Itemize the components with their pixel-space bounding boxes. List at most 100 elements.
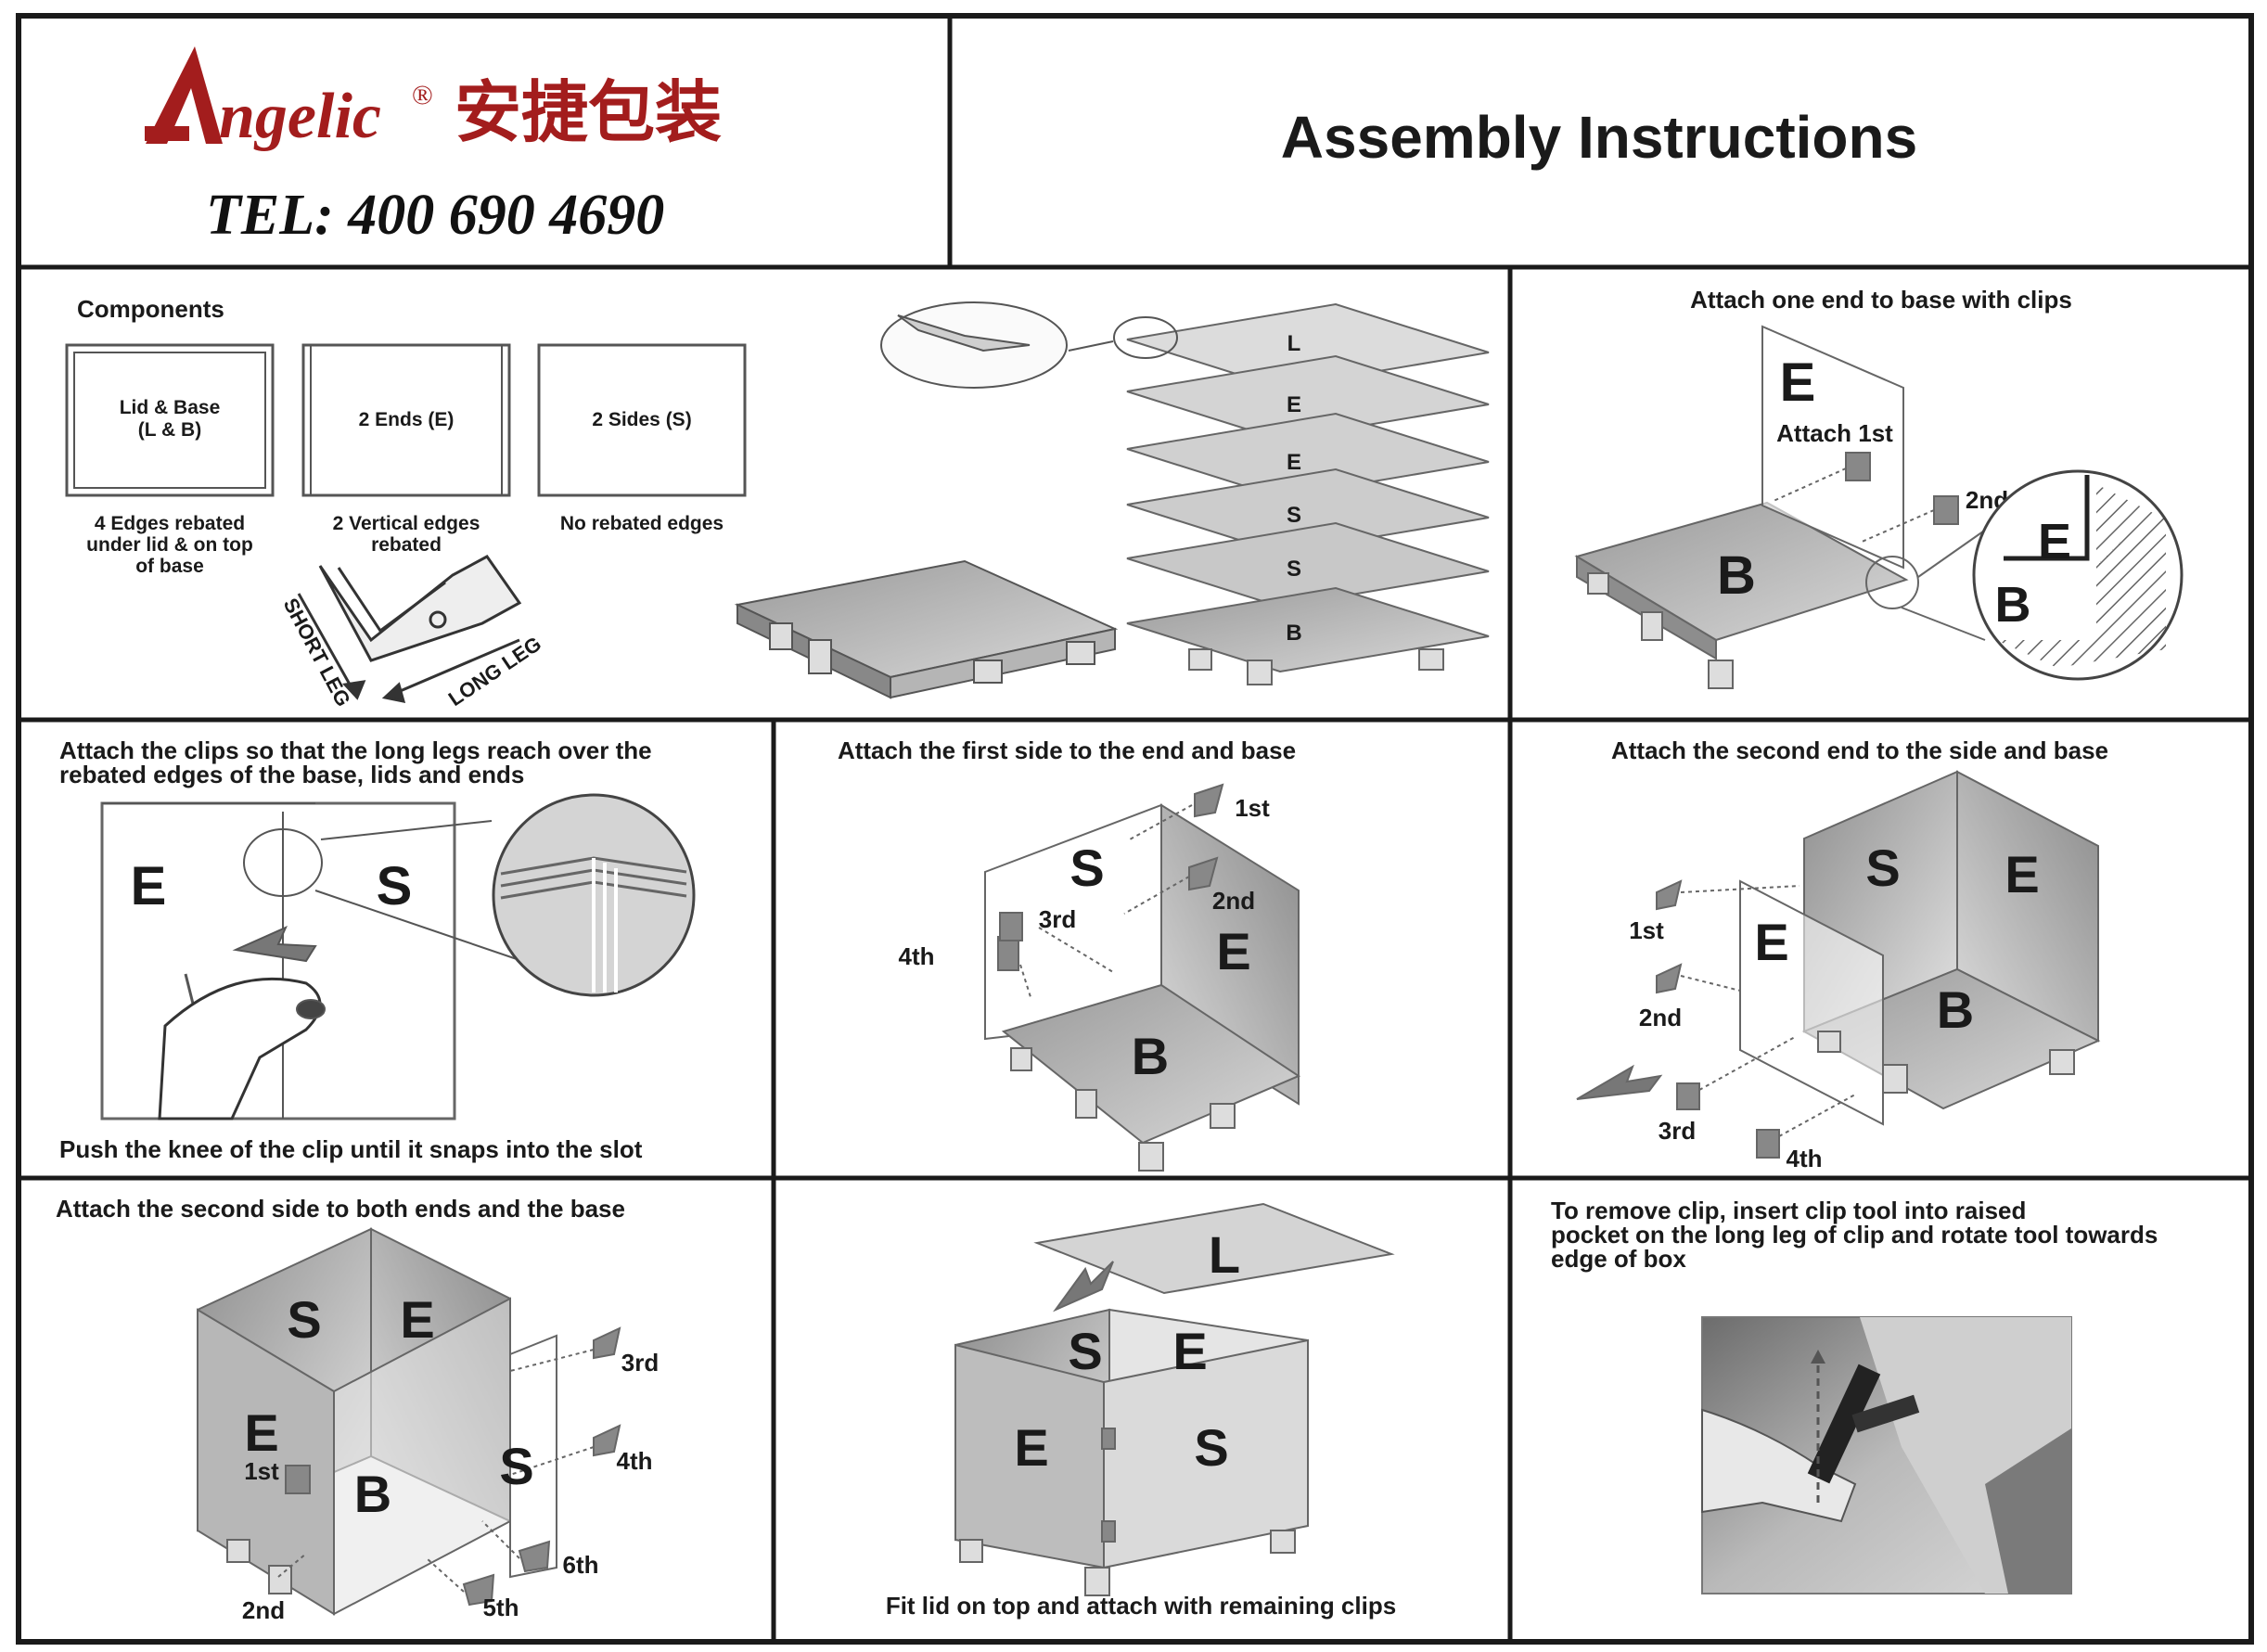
step-6-side-back-label: S bbox=[1068, 1322, 1102, 1380]
step-6-panel: L S E E S Fit lid on top and attach with… bbox=[886, 1202, 1396, 1620]
page-title: Assembly Instructions bbox=[1281, 104, 1917, 171]
step-5-panel: Attach the second side to both ends and … bbox=[56, 1195, 659, 1624]
step-5-side-front-label: S bbox=[499, 1437, 533, 1495]
step-5-title: Attach the second side to both ends and … bbox=[56, 1195, 625, 1223]
clip-illustration bbox=[297, 555, 522, 703]
step-3-base-label: B bbox=[1132, 1027, 1169, 1085]
logo-a-mark bbox=[146, 46, 223, 144]
long-leg-label: LONG LEG bbox=[444, 632, 545, 711]
pallet-illustration bbox=[734, 559, 1119, 699]
step-3-clip-2: 2nd bbox=[1212, 887, 1255, 915]
step-1-attach-first: Attach 1st bbox=[1776, 419, 1893, 447]
svg-text:rebated: rebated bbox=[371, 534, 442, 556]
component-lid-base: Lid & Base (L & B) 4 Edges rebated under… bbox=[65, 343, 275, 577]
step-5-clip-5: 5th bbox=[483, 1594, 519, 1621]
step-6-end-back-label: E bbox=[1172, 1322, 1207, 1380]
step-3-title: Attach the first side to the end and bas… bbox=[838, 736, 1296, 764]
step-4-end-front-label: E bbox=[1754, 913, 1788, 971]
svg-text:under lid & on top: under lid & on top bbox=[86, 534, 253, 556]
step-2-panel: Attach the clips so that the long legs r… bbox=[59, 736, 696, 1163]
step-4-drawing bbox=[1576, 770, 2101, 1159]
components-heading: Components bbox=[77, 295, 224, 323]
step-1-zoom-base: B bbox=[1995, 577, 2031, 633]
step-4-end-back-label: E bbox=[2004, 845, 2039, 903]
components-panel: Components Lid & Base (L & B) 4 Edges re… bbox=[65, 295, 1490, 711]
step-3-side-label: S bbox=[1069, 839, 1104, 897]
stack-label-base: B bbox=[1286, 621, 1301, 646]
stack-label-end-2: E bbox=[1287, 450, 1301, 475]
step-6-side-front-label: S bbox=[1194, 1418, 1228, 1477]
step-3-end-label: E bbox=[1216, 922, 1250, 980]
step-3-clip-4: 4th bbox=[899, 942, 935, 970]
step-7-title-line-3: edge of box bbox=[1551, 1245, 1686, 1273]
long-leg-arrow bbox=[384, 638, 520, 699]
panel-grid bbox=[16, 13, 2254, 1645]
step-2-title-line-1: Attach the clips so that the long legs r… bbox=[59, 736, 652, 764]
step-5-clip-2: 2nd bbox=[242, 1596, 285, 1624]
step-4-clip-3: 3rd bbox=[1659, 1117, 1696, 1145]
step-1-drawing bbox=[1574, 325, 1991, 689]
clip-tool-icon bbox=[1807, 1364, 1881, 1484]
stack-label-end-1: E bbox=[1287, 392, 1301, 417]
logo-bar bbox=[145, 126, 189, 141]
step-5-clip-3: 3rd bbox=[621, 1349, 659, 1377]
step-4-title: Attach the second end to the side and ba… bbox=[1611, 736, 2108, 764]
step-6-caption: Fit lid on top and attach with remaining… bbox=[886, 1592, 1396, 1620]
svg-text:of base: of base bbox=[135, 556, 204, 577]
stack-label-side-2: S bbox=[1287, 557, 1301, 582]
svg-text:Lid & Base: Lid & Base bbox=[120, 397, 221, 418]
step-5-clip-1: 1st bbox=[244, 1457, 279, 1485]
step-1-title: Attach one end to base with clips bbox=[1690, 286, 2072, 314]
step-2-end-label: E bbox=[131, 856, 167, 916]
stack-labels: L E E S S B bbox=[1286, 331, 1301, 646]
step-5-end-back-label: E bbox=[400, 1290, 434, 1349]
step-1-end-label: E bbox=[1780, 352, 1816, 413]
step-2-caption: Push the knee of the clip until it snaps… bbox=[59, 1135, 643, 1163]
svg-text:No rebated edges: No rebated edges bbox=[560, 513, 724, 534]
step-4-clip-4: 4th bbox=[1787, 1145, 1823, 1172]
step-2-title-line-2: rebated edges of the base, lids and ends bbox=[59, 761, 524, 788]
exploded-panel-stack bbox=[1126, 302, 1490, 685]
svg-text:(L & B): (L & B) bbox=[138, 419, 201, 441]
stack-label-lid: L bbox=[1287, 331, 1301, 356]
svg-text:2 Sides (S): 2 Sides (S) bbox=[592, 409, 691, 430]
step-4-push-arrow bbox=[1576, 1064, 1663, 1100]
rebate-detail-zoom bbox=[880, 301, 1178, 389]
logo-registered-mark: ® bbox=[412, 80, 433, 110]
step-2-drawing bbox=[100, 793, 696, 1121]
clip-removal-photo bbox=[1701, 1316, 2072, 1594]
step-5-base-label: B bbox=[354, 1465, 391, 1523]
svg-text:2 Vertical edges: 2 Vertical edges bbox=[333, 513, 480, 534]
step-1-panel: Attach one end to base with clips E Atta… bbox=[1574, 286, 2184, 689]
step-6-lid-label: L bbox=[1209, 1225, 1240, 1284]
logo-chinese-name: 安捷包装 bbox=[455, 73, 722, 151]
step-6-end-front-label: E bbox=[1014, 1418, 1048, 1477]
step-5-drawing bbox=[197, 1227, 621, 1616]
step-4-side-label: S bbox=[1865, 839, 1900, 897]
step-3-panel: Attach the first side to the end and bas… bbox=[838, 736, 1301, 1172]
short-leg-arrow bbox=[297, 593, 359, 698]
step-1-base-label: B bbox=[1717, 545, 1756, 606]
step-3-clip-3: 3rd bbox=[1039, 905, 1076, 933]
svg-text:2 Ends (E): 2 Ends (E) bbox=[359, 409, 455, 430]
step-5-clip-4: 4th bbox=[617, 1447, 653, 1475]
step-5-clip-6: 6th bbox=[563, 1551, 599, 1579]
step-4-panel: Attach the second end to the side and ba… bbox=[1576, 736, 2108, 1172]
step-7-panel: To remove clip, insert clip tool into ra… bbox=[1551, 1197, 2158, 1594]
step-7-title-line-1: To remove clip, insert clip tool into ra… bbox=[1551, 1197, 2026, 1224]
step-6-drawing bbox=[954, 1202, 1395, 1596]
phone-number: TEL: 400 690 4690 bbox=[206, 184, 664, 247]
step-4-clip-1: 1st bbox=[1629, 916, 1664, 944]
step-3-clip-1: 1st bbox=[1235, 794, 1270, 822]
step-5-side-back-label: S bbox=[287, 1290, 321, 1349]
logo-wordmark: ngelic bbox=[219, 81, 381, 152]
component-ends: 2 Ends (E) 2 Vertical edges rebated bbox=[301, 343, 511, 556]
step-4-base-label: B bbox=[1937, 980, 1974, 1039]
step-3-drawing bbox=[984, 783, 1301, 1172]
step-5-end-front-label: E bbox=[244, 1403, 278, 1462]
step-7-title-line-2: pocket on the long leg of clip and rotat… bbox=[1551, 1221, 2158, 1249]
stack-label-side-1: S bbox=[1287, 503, 1301, 528]
svg-text:4 Edges rebated: 4 Edges rebated bbox=[95, 513, 245, 534]
step-4-clip-2: 2nd bbox=[1639, 1004, 1682, 1031]
